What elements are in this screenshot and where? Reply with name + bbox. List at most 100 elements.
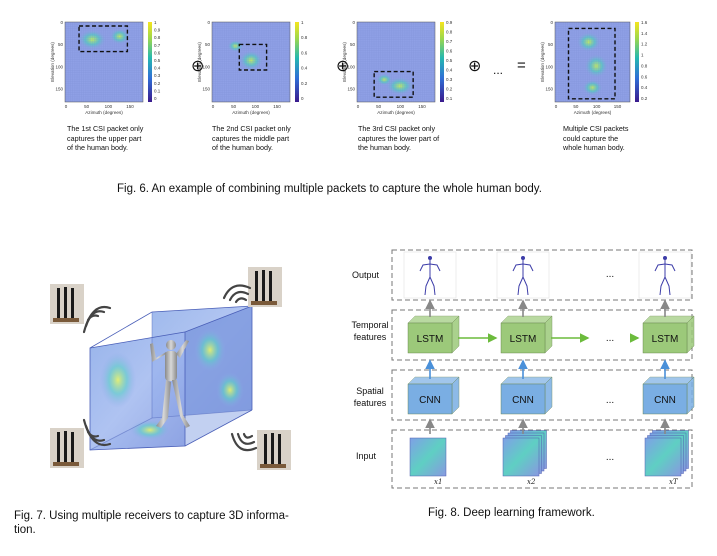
colorbar-tick-label: 1 xyxy=(301,20,304,25)
x-tick-label: 100 xyxy=(593,104,601,109)
colorbar-tick-label: 0.7 xyxy=(154,43,161,48)
plus-operator-2: ⊕ xyxy=(336,56,350,75)
x-tick-label: 50 xyxy=(573,104,579,109)
colorbar-tick-label: 0.2 xyxy=(301,81,308,86)
colorbar-tick-label: 0 xyxy=(154,96,157,101)
skeleton-output-3 xyxy=(638,251,692,299)
skeleton-output-1 xyxy=(403,251,457,299)
x-tick-label: 100 xyxy=(105,104,113,109)
skeleton-output-2 xyxy=(496,251,550,299)
cnn-block-1-label: CNN xyxy=(419,395,441,406)
equals-operator: = xyxy=(517,57,526,74)
colorbar-tick-label: 1.6 xyxy=(641,20,648,25)
fig8-caption: Fig. 8. Deep learning framework. xyxy=(428,507,595,519)
heatmap-grid xyxy=(212,22,290,102)
dashed-focus-box xyxy=(567,27,616,100)
y-axis-label: Elevation (degrees) xyxy=(197,42,202,82)
x-tick-label: 150 xyxy=(126,104,134,109)
colorbar-tick-label: 0.2 xyxy=(154,81,161,86)
colorbar-tick-label: 0.4 xyxy=(154,66,161,71)
colorbar xyxy=(295,22,299,102)
lstm-block-3: LSTM xyxy=(642,315,695,354)
row-label-spatial: Spatial features xyxy=(353,386,387,408)
dashed-focus-box xyxy=(373,70,414,98)
cnn-block-3: CNN xyxy=(642,376,695,415)
row-label-temporal: Temporal features xyxy=(351,320,389,342)
colorbar-tick-label: 1 xyxy=(154,20,157,25)
input-stack-3: xT xyxy=(644,430,689,486)
dashed-focus-box xyxy=(78,25,129,53)
cnn-block-2-label: CNN xyxy=(512,395,534,406)
colorbar-tick-label: 0.8 xyxy=(154,35,161,40)
x-tick-label: 0 xyxy=(555,104,558,109)
colorbar-tick-label: 1.2 xyxy=(641,42,648,47)
colorbar-tick-label: 0.2 xyxy=(446,87,453,92)
receiver-bottom-left xyxy=(50,428,84,468)
ellipsis-operator: ... xyxy=(493,63,504,77)
y-tick-label: 0 xyxy=(550,20,553,25)
colorbar-tick-label: 0.4 xyxy=(641,85,648,90)
y-tick-label: 50 xyxy=(58,42,64,47)
lstm-block-1: LSTM xyxy=(407,315,460,354)
y-axis-label: Elevation (degrees) xyxy=(342,42,347,82)
fig6-caption: Fig. 6. An example of combining multiple… xyxy=(117,183,542,195)
colorbar-tick-label: 0 xyxy=(301,96,304,101)
colorbar-tick-label: 0.5 xyxy=(154,58,161,63)
lstm-block-3-label: LSTM xyxy=(652,334,679,345)
heatmap-grid xyxy=(65,22,143,102)
x-axis-label: Azimuth (degrees) xyxy=(574,110,612,115)
row-label-output: Output xyxy=(352,270,380,280)
x-axis-label: Azimuth (degrees) xyxy=(85,110,123,115)
x-tick-label: 150 xyxy=(614,104,622,109)
plus-operator-3: ⊕ xyxy=(468,56,482,75)
colorbar xyxy=(148,22,152,102)
row-label-input: Input xyxy=(356,451,377,461)
colorbar-tick-label: 0.1 xyxy=(446,96,453,101)
heatmap-frame xyxy=(356,21,436,103)
x-tick-label: 100 xyxy=(397,104,405,109)
colorbar-tick-label: 0.8 xyxy=(446,30,453,35)
heatmap-frame xyxy=(64,21,144,103)
colorbar-tick-label: 0.6 xyxy=(154,50,161,55)
colorbar-tick-label: 0.8 xyxy=(641,63,648,68)
x-tick-label: 50 xyxy=(231,104,237,109)
heatmap-frame xyxy=(554,21,631,103)
y-tick-label: 0 xyxy=(60,20,63,25)
lstm-block-2: LSTM xyxy=(500,315,553,354)
human-figure xyxy=(150,340,190,428)
heatmap-grid xyxy=(555,22,630,102)
x-tick-label: 0 xyxy=(357,104,360,109)
wifi-signal-icon xyxy=(82,284,258,452)
colorbar-tick-label: 0.9 xyxy=(446,20,453,25)
lstm-block-2-label: LSTM xyxy=(510,334,537,345)
y-tick-label: 100 xyxy=(545,64,553,69)
colorbar-tick-label: 0.8 xyxy=(301,35,308,40)
input-label-3: xT xyxy=(669,478,679,486)
colorbar-tick-label: 0.6 xyxy=(446,49,453,54)
y-tick-label: 100 xyxy=(202,64,210,69)
plus-operator-1: ⊕ xyxy=(191,56,205,75)
x-tick-label: 150 xyxy=(418,104,426,109)
colorbar-tick-label: 1 xyxy=(641,53,644,58)
fig8-diagram: LSTMCNNx1LSTMCNNx2LSTMCNNxT............ xyxy=(391,249,695,489)
x-axis-label: Azimuth (degrees) xyxy=(232,110,270,115)
input-stack-2: x2 xyxy=(502,430,547,486)
y-tick-label: 100 xyxy=(347,64,355,69)
ellipsis-1: ... xyxy=(606,269,614,280)
colorbar-tick-label: 0.2 xyxy=(641,96,648,101)
x-tick-label: 50 xyxy=(376,104,382,109)
cnn-block-2: CNN xyxy=(500,376,553,415)
y-tick-label: 0 xyxy=(207,20,210,25)
receiver-top-right xyxy=(248,267,282,307)
cnn-block-1: CNN xyxy=(407,376,460,415)
colorbar-tick-label: 0.4 xyxy=(446,68,453,73)
